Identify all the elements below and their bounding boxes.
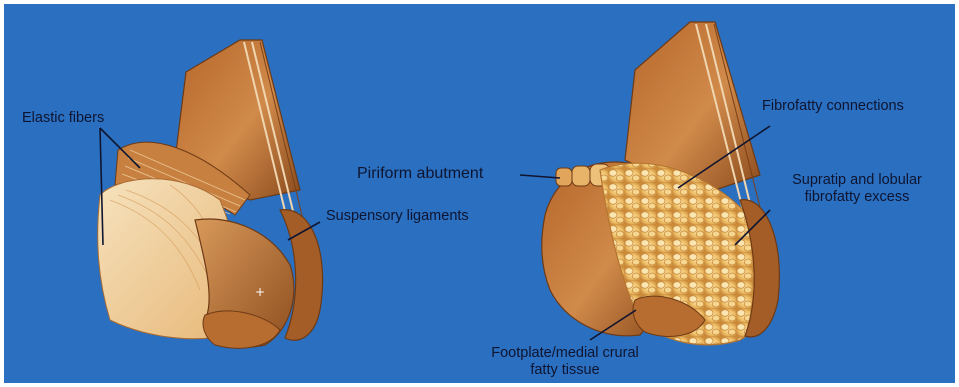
supratip-line-2: fibrofatty excess (805, 189, 910, 205)
footplate-line-1: Footplate/medial crural (491, 345, 639, 361)
supratip-line-1: Supratip and lobular (792, 172, 922, 188)
label-elastic-fibers: Elastic fibers (22, 110, 104, 127)
svg-text:+: + (255, 285, 265, 299)
label-footplate-fatty-tissue: Footplate/medial crural fatty tissue (465, 345, 665, 379)
label-piriform-abutment: Piriform abutment (357, 165, 483, 182)
label-fibrofatty-connections: Fibrofatty connections (762, 98, 904, 115)
label-supratip-lobular-excess: Supratip and lobular fibrofatty excess (772, 172, 942, 206)
footplate-line-2: fatty tissue (530, 362, 599, 378)
label-suspensory-ligaments: Suspensory ligaments (326, 208, 469, 225)
